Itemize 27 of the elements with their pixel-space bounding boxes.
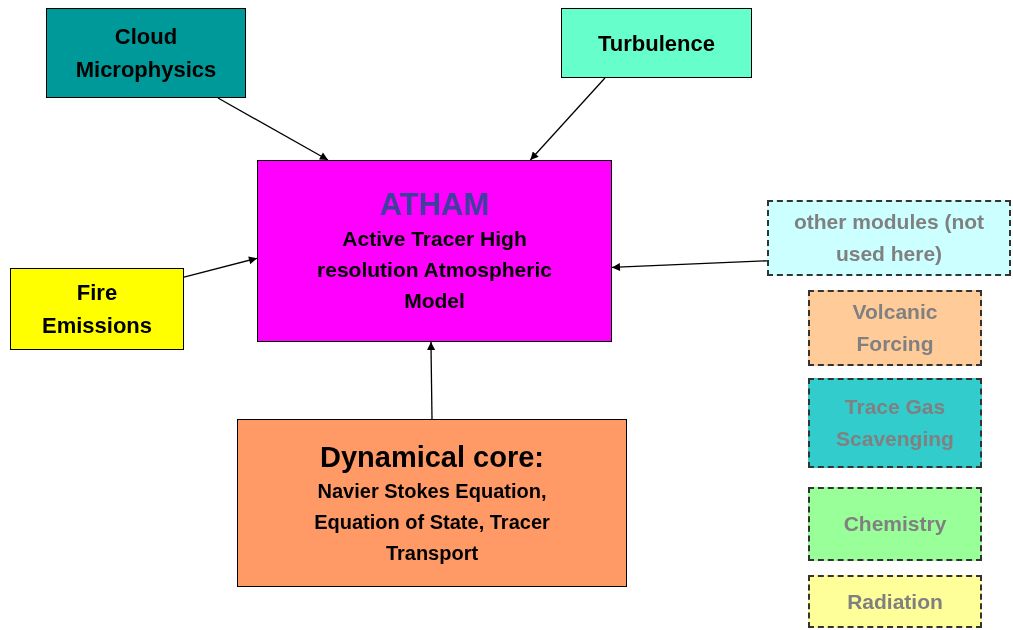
box-title: Cloud Microphysics <box>74 23 218 84</box>
box-title: Volcanic Forcing <box>851 299 939 357</box>
box-title: other modules (not used here) <box>792 209 986 267</box>
module-box <box>808 290 982 366</box>
process-box <box>237 419 627 587</box>
arrow <box>217 97 329 161</box>
box-title: Trace Gas Scavenging <box>835 394 955 452</box>
arrow <box>529 77 606 161</box>
box-title: Dynamical core: <box>319 439 544 475</box>
box-title: Turbulence <box>598 29 715 58</box>
box-title: Chemistry <box>843 511 947 537</box>
process-box <box>10 268 184 350</box>
box-title: ATHAM <box>379 186 490 223</box>
process-box <box>46 8 246 98</box>
box-title: Radiation <box>847 588 943 615</box>
module-box <box>808 575 982 628</box>
module-box <box>767 200 1011 276</box>
box-title: Fire Emissions <box>40 279 153 340</box>
arrow <box>183 256 258 278</box>
process-box <box>257 160 612 342</box>
process-box <box>561 8 752 78</box>
arrow <box>427 341 436 420</box>
box-text: Active Tracer High resolution Atmospheric Model <box>316 225 553 314</box>
module-box <box>808 487 982 561</box>
box-text: Navier Stokes Equation, Equation of State, Tracer Transport <box>313 478 551 566</box>
module-box <box>808 378 982 468</box>
arrow <box>611 260 768 272</box>
